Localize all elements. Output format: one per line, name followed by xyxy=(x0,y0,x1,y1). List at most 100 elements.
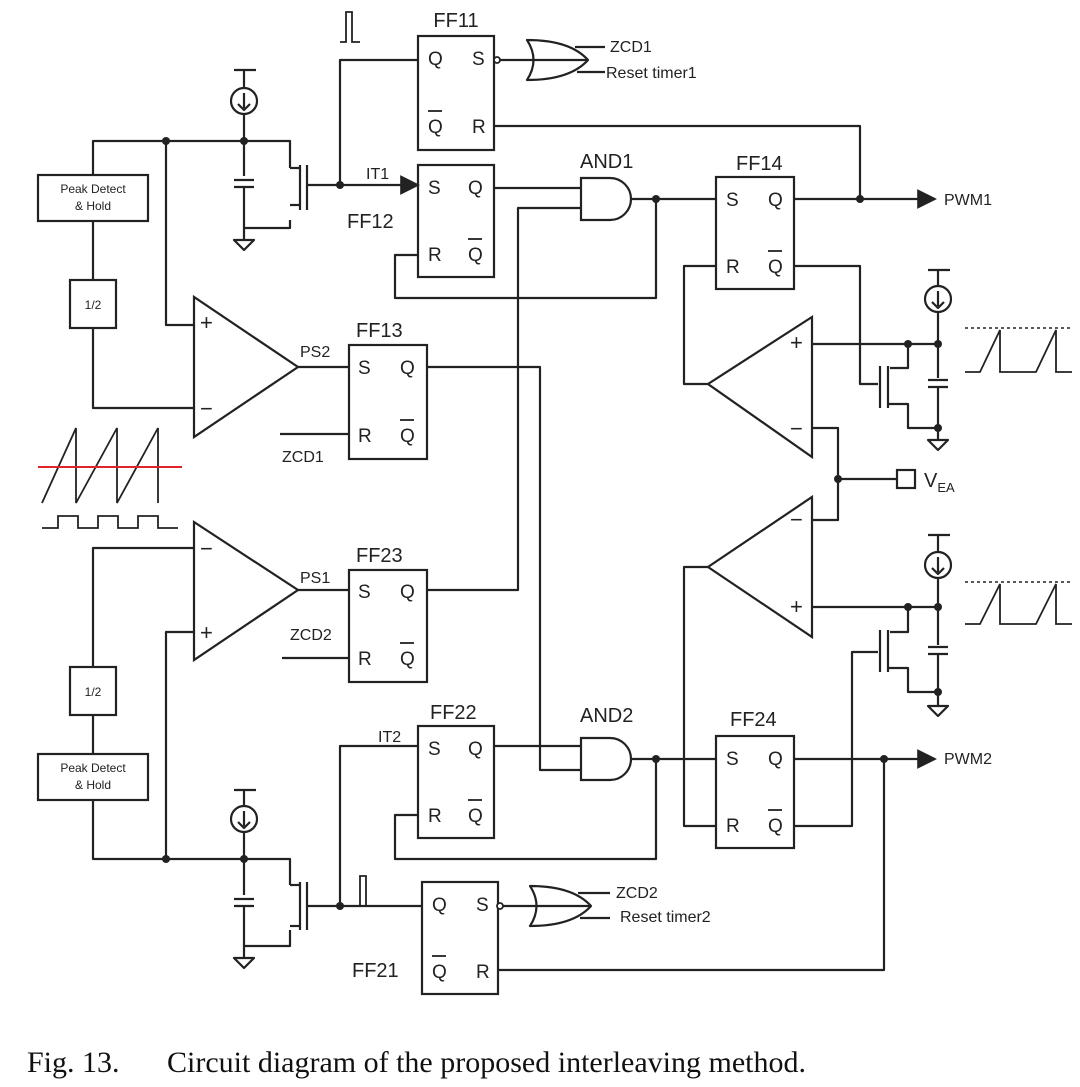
current-source-icon xyxy=(923,284,953,314)
comparator-1-minus: − xyxy=(200,396,213,421)
zcd2-input-label: ZCD2 xyxy=(616,885,658,902)
ff14-qbar-pin: Q xyxy=(768,257,783,278)
ff22-q-pin: Q xyxy=(468,739,483,760)
sawtooth-waveform xyxy=(41,427,159,504)
ps1-label: PS1 xyxy=(300,570,330,587)
ff24-label: FF24 xyxy=(730,709,777,731)
ff13-s-pin: S xyxy=(358,358,371,379)
current-source-icon xyxy=(229,804,259,834)
ramp-comparator-2 xyxy=(706,494,814,640)
and2-gate xyxy=(579,736,633,782)
half-divider-1-label: 1/2 xyxy=(85,298,102,312)
peak-hold-2-label: & Hold xyxy=(75,778,111,792)
ff11-qbar-pin: Q xyxy=(428,117,443,138)
it1-label: IT1 xyxy=(366,166,389,183)
ff24-s-pin: S xyxy=(726,749,739,770)
wiring xyxy=(91,58,950,972)
pulse-icon xyxy=(352,875,374,907)
and2-label: AND2 xyxy=(580,705,633,727)
ff22-label: FF22 xyxy=(430,702,477,724)
junction-dots xyxy=(162,137,942,910)
ff13-qbar-pin: Q xyxy=(400,426,415,447)
ff11-q-pin: Q xyxy=(428,49,443,70)
ground-icon xyxy=(232,956,256,970)
ps2-label: PS2 xyxy=(300,344,330,361)
ff21-r-pin: R xyxy=(476,962,490,983)
or-gate-2 xyxy=(528,884,593,928)
peak-detect-1-label: Peak Detect xyxy=(60,182,126,196)
ff22-s-pin: S xyxy=(428,739,441,760)
ff13-label: FF13 xyxy=(356,320,403,342)
current-source-icon xyxy=(229,86,259,116)
ff14-label: FF14 xyxy=(736,153,783,175)
ff11-label: FF11 xyxy=(433,10,478,32)
comparator-2 xyxy=(192,519,300,663)
ff11-s-pin: S xyxy=(472,49,485,70)
ff23-r-pin: R xyxy=(358,649,372,670)
figure-caption: Circuit diagram of the proposed interlea… xyxy=(167,1046,806,1079)
ff23-flipflop: FF23 S Q R Q xyxy=(347,545,429,684)
it2-label: IT2 xyxy=(378,729,401,746)
zcd1-input-label: ZCD1 xyxy=(610,39,652,56)
ff21-s-pin: S xyxy=(476,895,489,916)
ff11-flipflop: FF11 Q S Q R xyxy=(416,10,496,152)
zcd1-ff13-label: ZCD1 xyxy=(282,449,324,466)
ff22-qbar-pin: Q xyxy=(468,806,483,827)
vea-label: VEA xyxy=(924,470,955,495)
ff14-r-pin: R xyxy=(726,257,740,278)
ramp-waveform-2 xyxy=(965,583,1072,625)
ramp-comparator-1 xyxy=(706,314,814,460)
ff14-q-pin: Q xyxy=(768,190,783,211)
ff24-r-pin: R xyxy=(726,816,740,837)
ff24-qbar-pin: Q xyxy=(768,816,783,837)
ff12-flipflop: FF12 S Q R Q xyxy=(347,163,496,279)
current-source-icon xyxy=(923,550,953,580)
ff23-q-pin: Q xyxy=(400,582,415,603)
ramp-comparator-2-plus: + xyxy=(790,594,803,619)
ground-icon xyxy=(926,704,950,718)
half-divider-2-label: 1/2 xyxy=(85,685,102,699)
ff23-qbar-pin: Q xyxy=(400,649,415,670)
and1-label: AND1 xyxy=(580,151,633,173)
comparator-1-plus: + xyxy=(200,310,213,335)
ff24-flipflop: FF24 S Q R Q xyxy=(714,709,796,850)
ff22-r-pin: R xyxy=(428,806,442,827)
ff12-label: FF12 xyxy=(347,211,394,233)
ff12-r-pin: R xyxy=(428,245,442,266)
ff21-qbar-pin: Q xyxy=(432,962,447,983)
peak-hold-1-label: & Hold xyxy=(75,199,111,213)
ground-icon xyxy=(926,438,950,452)
peak-detect-2-label: Peak Detect xyxy=(60,761,126,775)
ff12-q-pin: Q xyxy=(468,178,483,199)
pwm2-output-label: PWM2 xyxy=(944,751,992,768)
ramp-waveform-1 xyxy=(965,329,1072,373)
comparator-1 xyxy=(192,294,300,440)
reset-timer1-label: Reset timer1 xyxy=(606,65,697,82)
pwm1-output-label: PWM1 xyxy=(944,192,992,209)
and1-gate xyxy=(579,176,633,222)
ff22-flipflop: FF22 S Q R Q xyxy=(416,702,496,840)
ff12-qbar-pin: Q xyxy=(468,245,483,266)
ff14-flipflop: FF14 S Q R Q xyxy=(714,153,796,291)
ff21-q-pin: Q xyxy=(432,895,447,916)
peak-detect-hold-1 xyxy=(36,173,150,223)
ff21-flipflop: FF21 Q S Q R xyxy=(352,880,500,996)
ff14-s-pin: S xyxy=(726,190,739,211)
ground-icon xyxy=(232,238,256,252)
pulse-train-waveform xyxy=(42,515,178,529)
ff13-r-pin: R xyxy=(358,426,372,447)
ff23-label: FF23 xyxy=(356,545,403,567)
comparator-2-minus: − xyxy=(200,536,213,561)
pulse-icon xyxy=(340,11,360,43)
zcd2-ff23-label: ZCD2 xyxy=(290,627,332,644)
reset-timer2-label: Reset timer2 xyxy=(620,909,711,926)
peak-detect-hold-2 xyxy=(36,752,150,802)
ff13-flipflop: FF13 S Q R Q xyxy=(347,320,429,461)
ff13-q-pin: Q xyxy=(400,358,415,379)
ff23-s-pin: S xyxy=(358,582,371,603)
comparator-2-plus: + xyxy=(200,620,213,645)
ramp-comparator-1-plus: + xyxy=(790,330,803,355)
or-gate-1 xyxy=(525,38,590,82)
vea-terminal xyxy=(895,468,917,490)
